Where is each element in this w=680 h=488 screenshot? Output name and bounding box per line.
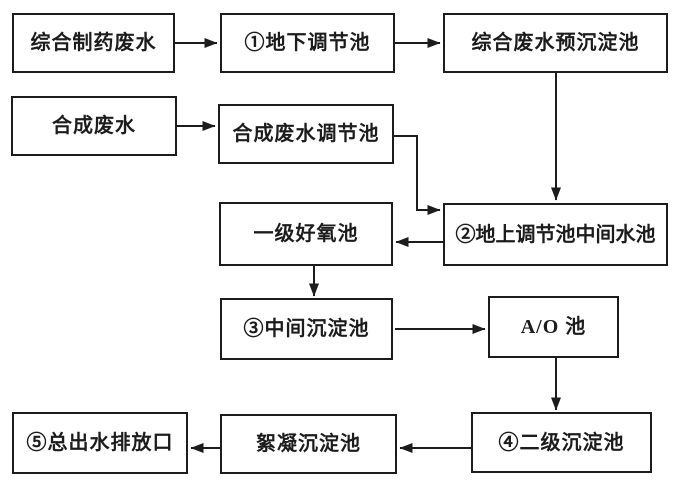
node-comprehensive-presedimentation-tank: 综合废水预沉淀池 bbox=[443, 13, 668, 73]
node-synthetic-wastewater: 合成废水 bbox=[11, 96, 177, 156]
node-comprehensive-pharma-wastewater: 综合制药废水 bbox=[12, 13, 175, 73]
node-secondary-sedimentation-tank: ④二级沉淀池 bbox=[471, 412, 652, 473]
node-primary-aerobic-tank: 一级好氧池 bbox=[219, 202, 393, 266]
node-aboveground-regulating-intermediate-tank: ②地上调节池中间水池 bbox=[443, 203, 668, 266]
node-underground-regulating-tank: ①地下调节池 bbox=[220, 13, 395, 73]
node-ao-tank: A/O 池 bbox=[488, 296, 619, 358]
node-total-outlet-discharge: ⑤总出水排放口 bbox=[12, 412, 188, 474]
node-intermediate-sedimentation-tank: ③中间沉淀池 bbox=[220, 298, 393, 360]
node-flocculation-sedimentation-tank: 絮凝沉淀池 bbox=[220, 414, 397, 474]
edge-synthetic-regulating-to-aboveground-tank bbox=[394, 135, 441, 215]
node-synthetic-wastewater-regulating-tank: 合成废水调节池 bbox=[218, 104, 394, 164]
